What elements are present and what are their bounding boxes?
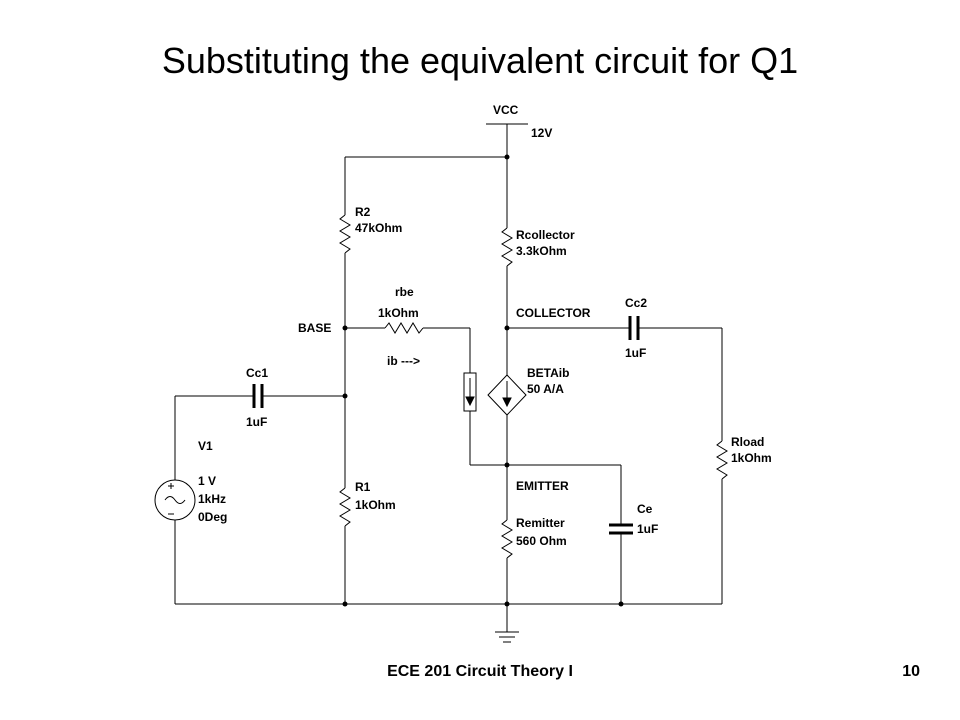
r2-name: R2: [355, 205, 371, 219]
rcollector-resistor: [501, 227, 513, 375]
v1-phase: 0Deg: [198, 510, 227, 524]
r1-resistor: [339, 487, 351, 604]
cc1-value: 1uF: [246, 415, 267, 429]
betaib-name: BETAib: [527, 366, 569, 380]
ib-current-label: ib --->: [387, 354, 420, 368]
rload-name: Rload: [731, 435, 764, 449]
ce-value: 1uF: [637, 522, 658, 536]
rcollector-name: Rcollector: [516, 228, 575, 242]
cc2-name: Cc2: [625, 296, 647, 310]
vcc-value: 12V: [531, 126, 552, 140]
ce-capacitor: [609, 465, 633, 604]
rbe-value: 1kOhm: [378, 306, 419, 320]
footer-course-title: ECE 201 Circuit Theory I: [387, 663, 573, 680]
rcollector-value: 3.3kOhm: [516, 244, 567, 258]
slide-title: Substituting the equivalent circuit for …: [161, 40, 799, 81]
r2-resistor: [339, 157, 351, 328]
current-sensor: [463, 372, 477, 465]
remitter-value: 560 Ohm: [516, 534, 567, 548]
v1-ac-source: [154, 396, 196, 604]
rload-value: 1kOhm: [731, 451, 772, 465]
rbe-resistor: [345, 322, 471, 373]
junction-dots: [342, 154, 624, 607]
r1-name: R1: [355, 480, 371, 494]
v1-name: V1: [198, 439, 213, 453]
r2-value: 47kOhm: [355, 221, 402, 235]
rload-resistor: [716, 328, 728, 604]
betaib-gain: 50 A/A: [527, 382, 564, 396]
collector-node-label: COLLECTOR: [516, 306, 591, 320]
r1-value: 1kOhm: [355, 498, 396, 512]
cc2-value: 1uF: [625, 346, 646, 360]
v1-amplitude: 1 V: [198, 474, 216, 488]
remitter-name: Remitter: [516, 516, 565, 530]
ground-symbol: [495, 631, 519, 643]
emitter-node-label: EMITTER: [516, 479, 569, 493]
rbe-name: rbe: [395, 285, 414, 299]
cc2-capacitor: [507, 316, 722, 340]
ce-name: Ce: [637, 502, 653, 516]
vcc-supply-symbol: [486, 123, 528, 228]
remitter-resistor: [501, 519, 513, 632]
v1-frequency: 1kHz: [198, 492, 226, 506]
base-node-label: BASE: [298, 321, 331, 335]
cc1-name: Cc1: [246, 366, 268, 380]
page-number: 10: [902, 663, 920, 680]
vcc-label: VCC: [493, 103, 519, 117]
cc1-capacitor: [175, 384, 345, 408]
betaib-dependent-source: [487, 374, 527, 520]
